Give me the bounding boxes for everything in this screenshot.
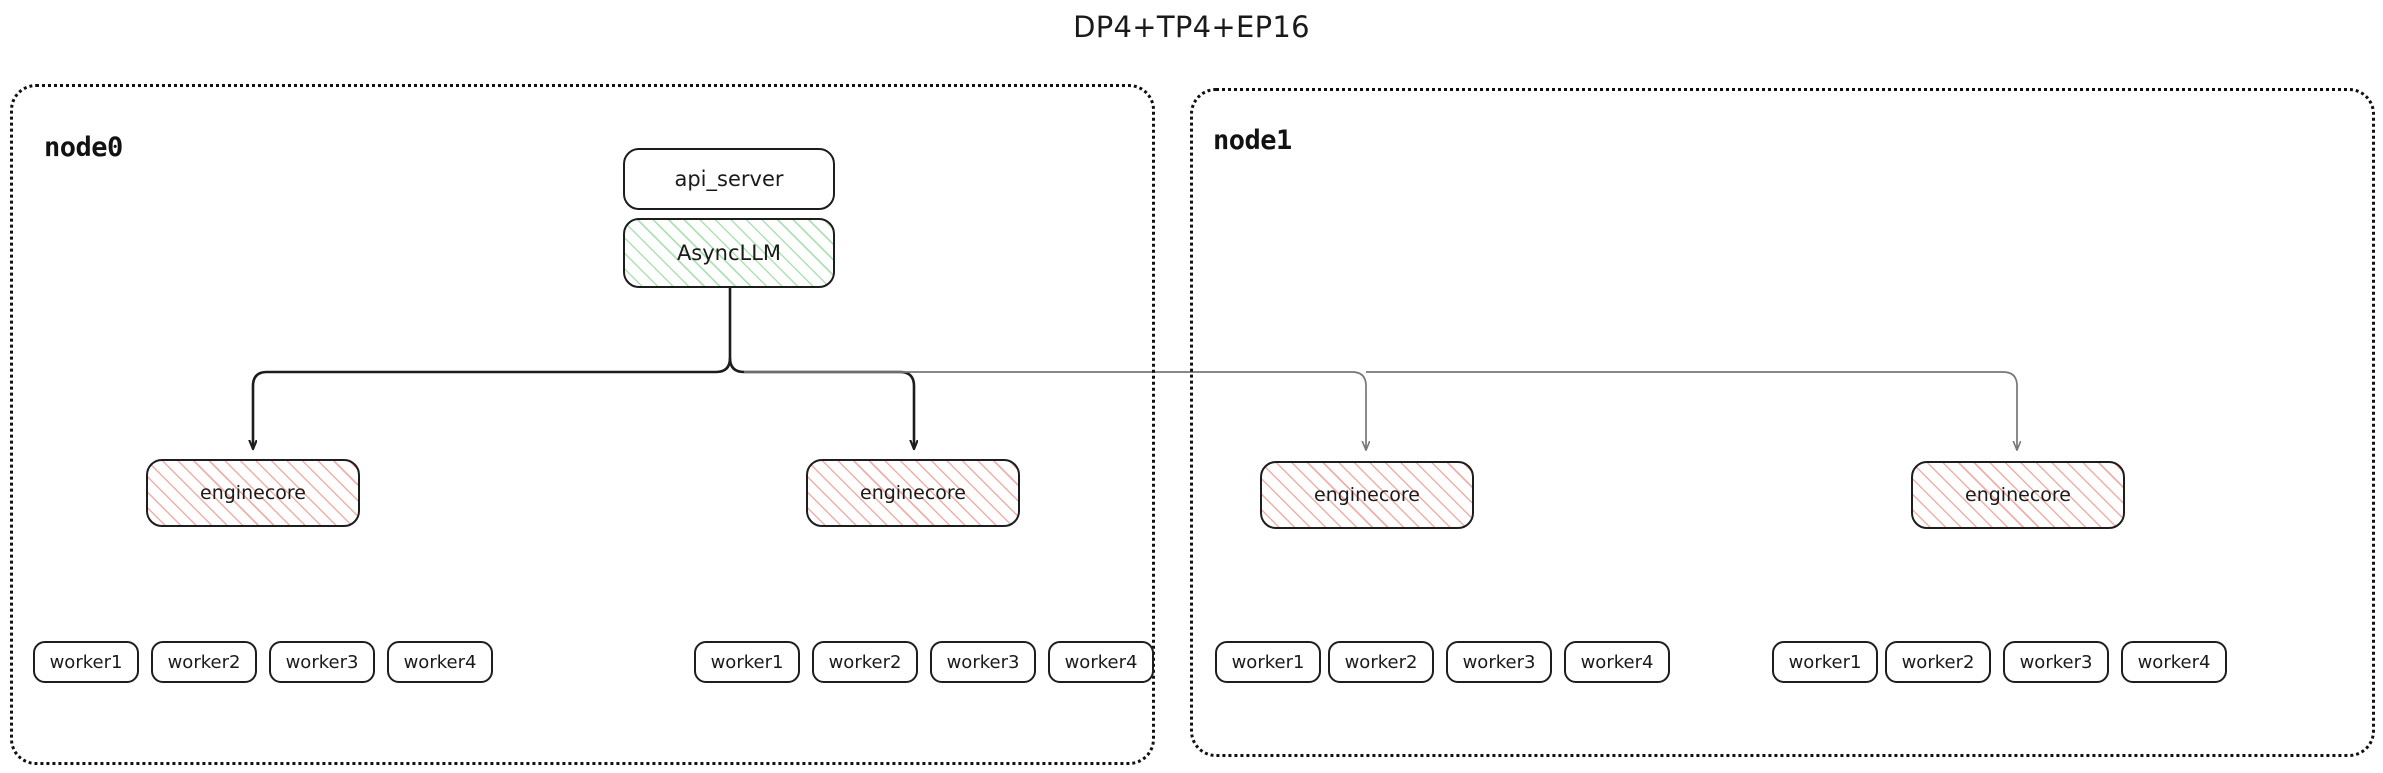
worker-box[interactable]: worker4 (1048, 641, 1154, 683)
api-server-box[interactable]: api_server (623, 148, 835, 210)
worker-box[interactable]: worker1 (694, 641, 800, 683)
worker-box[interactable]: worker1 (33, 641, 139, 683)
worker-box[interactable]: worker4 (1564, 641, 1670, 683)
worker-box[interactable]: worker2 (1328, 641, 1434, 683)
async-llm-box[interactable]: AsyncLLM (623, 218, 835, 288)
worker-box[interactable]: worker3 (1446, 641, 1552, 683)
enginecore-box[interactable]: enginecore (146, 459, 360, 527)
enginecore-box[interactable]: enginecore (1260, 461, 1474, 529)
worker-box[interactable]: worker1 (1772, 641, 1878, 683)
node-label-node1: node1 (1213, 125, 1292, 156)
node-label-node0: node0 (44, 132, 123, 163)
diagram-title: DP4+TP4+EP16 (1073, 10, 1310, 44)
worker-box[interactable]: worker2 (1885, 641, 1991, 683)
worker-box[interactable]: worker3 (2003, 641, 2109, 683)
node-container-node1 (1190, 88, 2375, 757)
enginecore-box[interactable]: enginecore (1911, 461, 2125, 529)
worker-box[interactable]: worker1 (1215, 641, 1321, 683)
node-container-node0 (10, 84, 1155, 765)
worker-box[interactable]: worker2 (812, 641, 918, 683)
worker-box[interactable]: worker2 (151, 641, 257, 683)
worker-box[interactable]: worker4 (387, 641, 493, 683)
worker-box[interactable]: worker3 (930, 641, 1036, 683)
worker-box[interactable]: worker4 (2121, 641, 2227, 683)
enginecore-box[interactable]: enginecore (806, 459, 1020, 527)
worker-box[interactable]: worker3 (269, 641, 375, 683)
